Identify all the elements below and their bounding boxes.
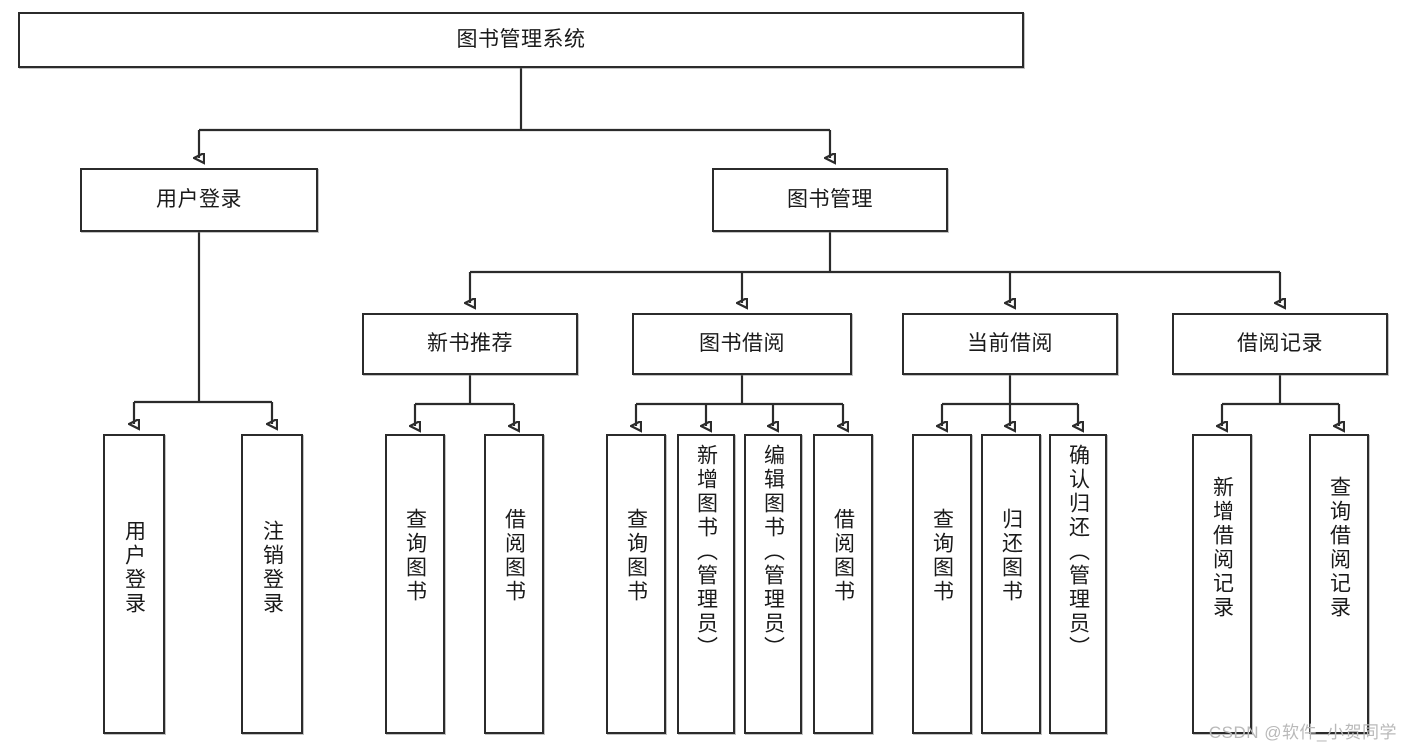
node-leaf-add-book[interactable]: 新增图书（管理员） (677, 434, 735, 734)
node-user-login-label: 用户登录 (156, 187, 242, 211)
node-leaf-query-record[interactable]: 查询借阅记录 (1309, 434, 1369, 734)
node-borrow-record[interactable]: 借阅记录 (1172, 313, 1388, 375)
node-leaf-borrow-book-borrow[interactable]: 借阅图书 (813, 434, 873, 734)
node-leaf-query-book-current[interactable]: 查询图书 (912, 434, 972, 734)
node-leaf-borrow-book-borrow-label: 借阅图书 (831, 508, 855, 604)
node-book-borrow[interactable]: 图书借阅 (632, 313, 852, 375)
node-leaf-query-record-label: 查询借阅记录 (1327, 476, 1351, 620)
node-current-borrow[interactable]: 当前借阅 (902, 313, 1118, 375)
node-new-book-recommend[interactable]: 新书推荐 (362, 313, 578, 375)
node-leaf-return-book[interactable]: 归还图书 (981, 434, 1041, 734)
node-leaf-borrow-book-new[interactable]: 借阅图书 (484, 434, 544, 734)
watermark-text: CSDN @软件_小贺同学 (1208, 723, 1397, 742)
node-leaf-edit-book-label: 编辑图书（管理员） (761, 444, 785, 660)
node-leaf-query-book-borrow[interactable]: 查询图书 (606, 434, 666, 734)
node-leaf-logout-login[interactable]: 注销登录 (241, 434, 303, 734)
node-leaf-user-login-label: 用户登录 (122, 520, 146, 616)
node-book-manage[interactable]: 图书管理 (712, 168, 948, 232)
node-leaf-logout-login-label: 注销登录 (260, 520, 284, 616)
node-root-label: 图书管理系统 (456, 27, 586, 51)
node-leaf-return-book-label: 归还图书 (999, 508, 1023, 604)
node-user-login[interactable]: 用户登录 (80, 168, 318, 232)
node-leaf-edit-book[interactable]: 编辑图书（管理员） (744, 434, 802, 734)
node-leaf-query-book-new-label: 查询图书 (403, 508, 427, 604)
node-root[interactable]: 图书管理系统 (18, 12, 1024, 68)
node-leaf-user-login[interactable]: 用户登录 (103, 434, 165, 734)
node-leaf-borrow-book-new-label: 借阅图书 (502, 508, 526, 604)
node-current-borrow-label: 当前借阅 (967, 331, 1053, 355)
node-leaf-add-record[interactable]: 新增借阅记录 (1192, 434, 1252, 734)
node-book-borrow-label: 图书借阅 (699, 331, 785, 355)
node-leaf-add-book-label: 新增图书（管理员） (694, 444, 718, 660)
node-leaf-add-record-label: 新增借阅记录 (1210, 476, 1234, 620)
node-borrow-record-label: 借阅记录 (1237, 331, 1323, 355)
node-leaf-query-book-new[interactable]: 查询图书 (385, 434, 445, 734)
node-leaf-query-book-borrow-label: 查询图书 (624, 508, 648, 604)
node-book-manage-label: 图书管理 (787, 187, 873, 211)
node-new-book-recommend-label: 新书推荐 (427, 331, 513, 355)
node-leaf-query-book-current-label: 查询图书 (930, 508, 954, 604)
node-leaf-confirm-return-label: 确认归还（管理员） (1066, 444, 1090, 660)
node-leaf-confirm-return[interactable]: 确认归还（管理员） (1049, 434, 1107, 734)
